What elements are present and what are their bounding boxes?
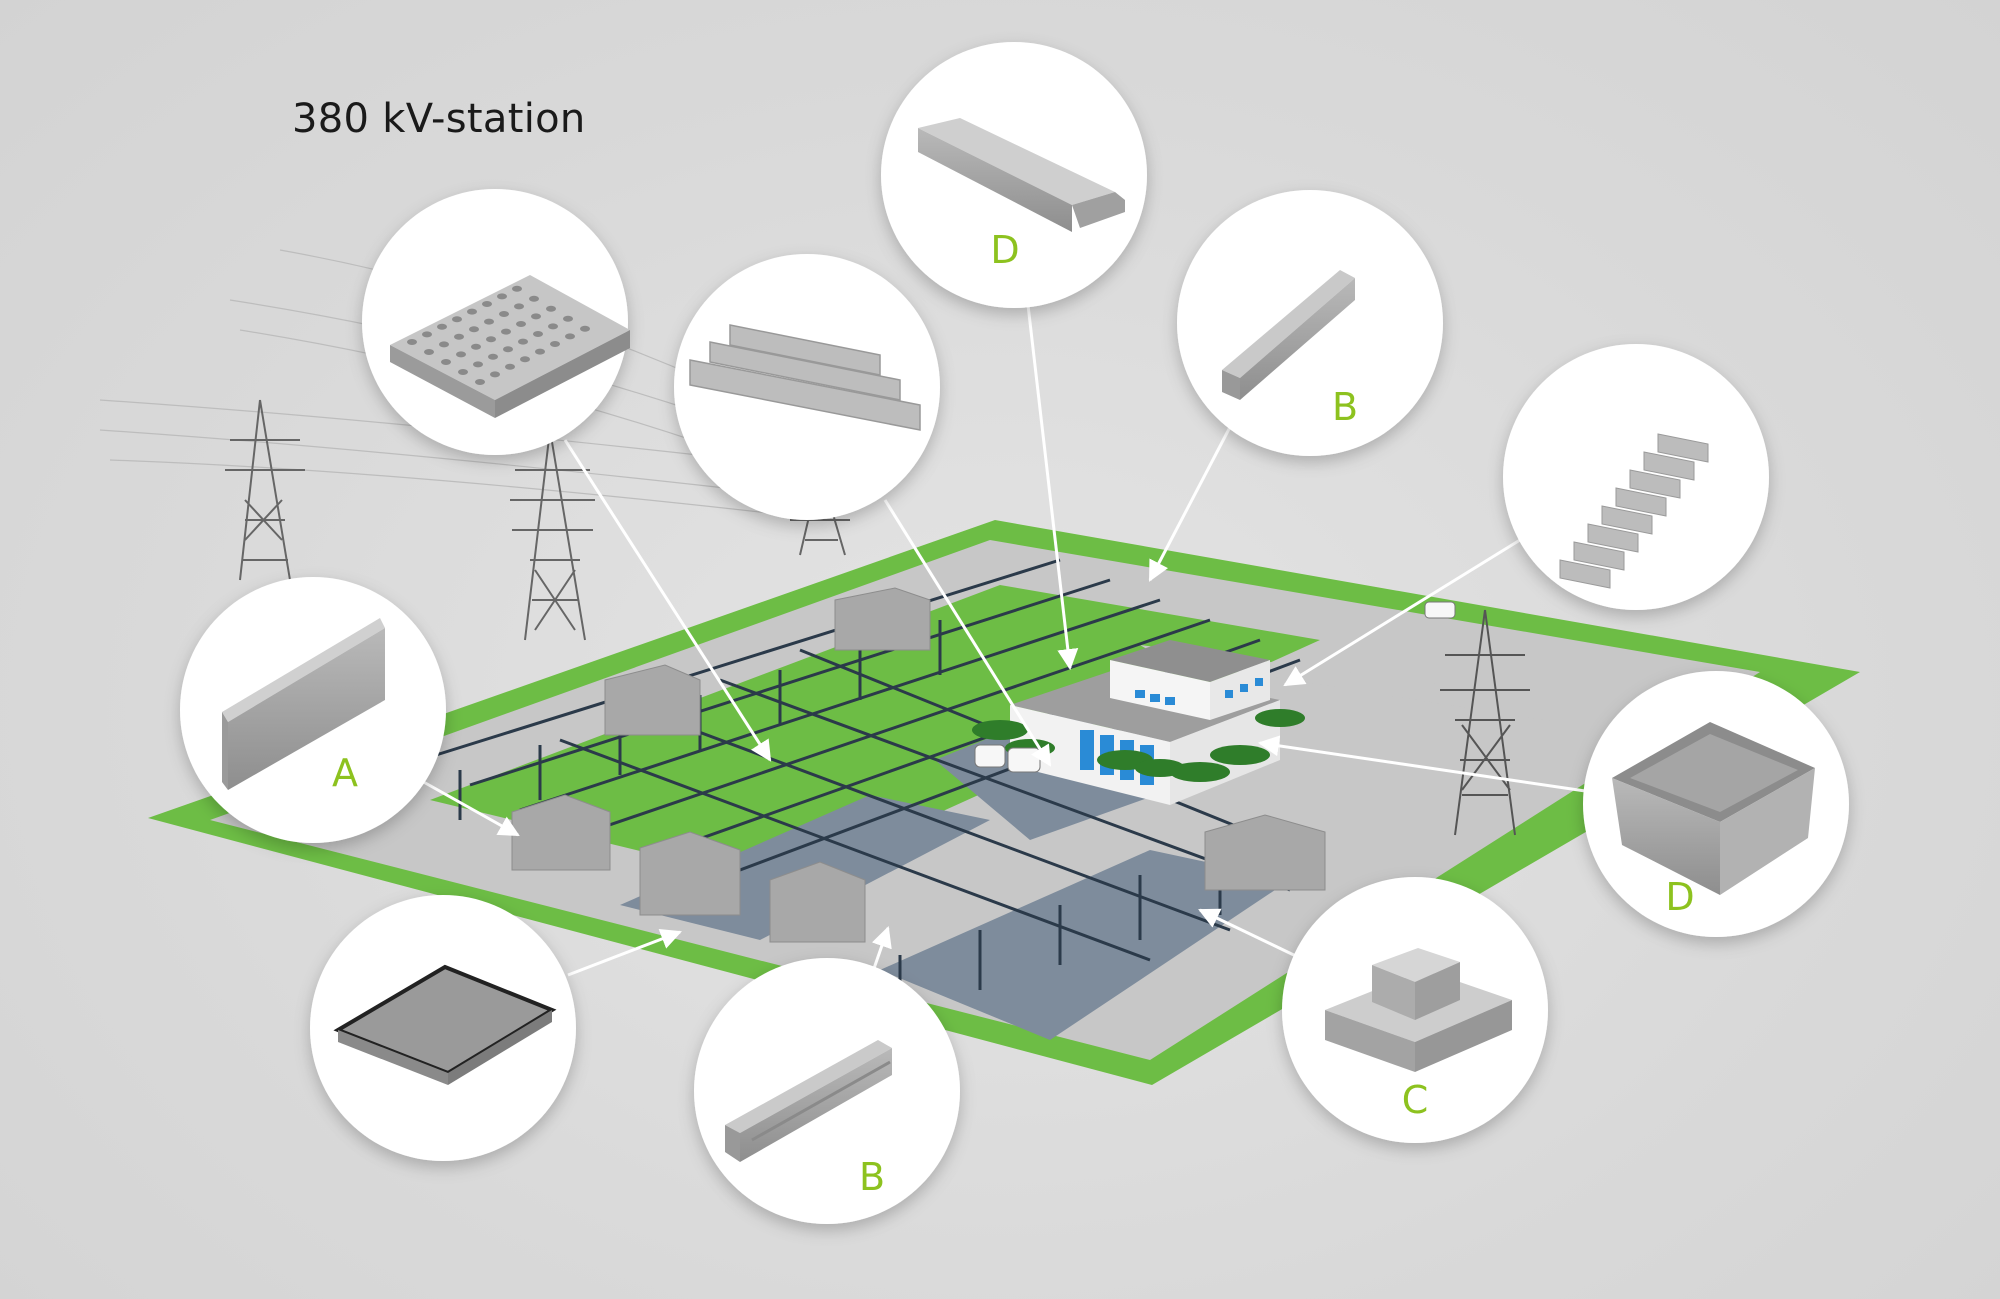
transformer-enclosures — [511, 587, 1326, 943]
perforation-hole — [488, 353, 498, 360]
stair-step — [1629, 469, 1681, 499]
stair-step — [1601, 505, 1653, 535]
perforation-hole — [518, 338, 528, 345]
perforation-hole — [514, 303, 524, 310]
stair-step — [1573, 541, 1625, 571]
foundation-block-icon — [1325, 948, 1512, 1072]
perforation-hole — [580, 325, 590, 332]
asphalt-area — [880, 850, 1290, 1040]
perforation-hole — [497, 293, 507, 300]
callout-letter-C: C — [1402, 1078, 1429, 1122]
double-channel-icon — [725, 1040, 892, 1162]
perforation-hole — [454, 333, 464, 340]
callout-letter-D-top: D — [990, 228, 1019, 272]
perforation-hole — [458, 369, 468, 375]
perforation-hole — [439, 341, 449, 348]
perforation-hole — [471, 343, 481, 350]
wall-panel-icon — [222, 618, 385, 790]
perforation-hole — [550, 341, 560, 347]
page-title: 380 kV-station — [292, 96, 586, 142]
perforation-hole — [520, 356, 530, 363]
perforation-hole — [469, 326, 479, 333]
perforation-hole — [501, 328, 511, 335]
stair-step — [1657, 433, 1709, 463]
perforation-hole — [505, 363, 515, 370]
perforation-hole — [482, 301, 492, 307]
perforation-hole — [529, 295, 539, 302]
stacked-sleepers-icon — [689, 324, 921, 431]
callout-letter-B-bottom: B — [859, 1155, 885, 1199]
pylon-icon — [1440, 609, 1530, 836]
perforation-hole — [467, 308, 477, 315]
perforation-hole — [531, 313, 541, 320]
stair-step — [1643, 451, 1695, 481]
perforation-hole — [490, 371, 500, 378]
perforation-hole — [456, 351, 466, 358]
u-channel-icon — [1222, 270, 1355, 400]
perforation-hole — [563, 315, 573, 322]
perforation-hole — [512, 285, 522, 292]
perforation-hole — [499, 311, 509, 317]
callout-letter-B-top: B — [1332, 385, 1358, 429]
stepped-beam-icon — [918, 118, 1125, 232]
open-box-icon — [1612, 722, 1815, 895]
perforation-hole — [565, 333, 575, 340]
perforation-hole — [548, 323, 558, 330]
pylon-icon — [225, 399, 305, 581]
perforated-slab-icon — [390, 275, 630, 418]
stair-step — [1559, 559, 1611, 589]
perforation-hole — [516, 321, 526, 327]
stair-step — [1587, 523, 1639, 553]
perforation-hole — [422, 331, 432, 338]
perforation-hole — [533, 331, 543, 337]
perforation-hole — [486, 336, 496, 343]
perforation-hole — [484, 318, 494, 325]
perforation-hole — [503, 346, 513, 353]
pylon-icon — [510, 429, 595, 641]
perforation-hole — [546, 305, 556, 312]
perforation-hole — [475, 379, 485, 385]
perforation-hole — [441, 359, 451, 365]
perforation-hole — [437, 323, 447, 330]
callout-letter-A: A — [332, 751, 358, 795]
perforation-hole — [407, 339, 417, 345]
staircase-icon — [1559, 433, 1709, 589]
perforation-hole — [452, 316, 462, 323]
perforation-hole — [473, 361, 483, 368]
hedge — [972, 709, 1305, 782]
perforation-hole — [424, 349, 434, 355]
flat-slab-icon — [333, 964, 557, 1085]
callout-letter-D-right: D — [1665, 875, 1694, 919]
perforation-hole — [535, 348, 545, 355]
stair-step — [1615, 487, 1667, 517]
